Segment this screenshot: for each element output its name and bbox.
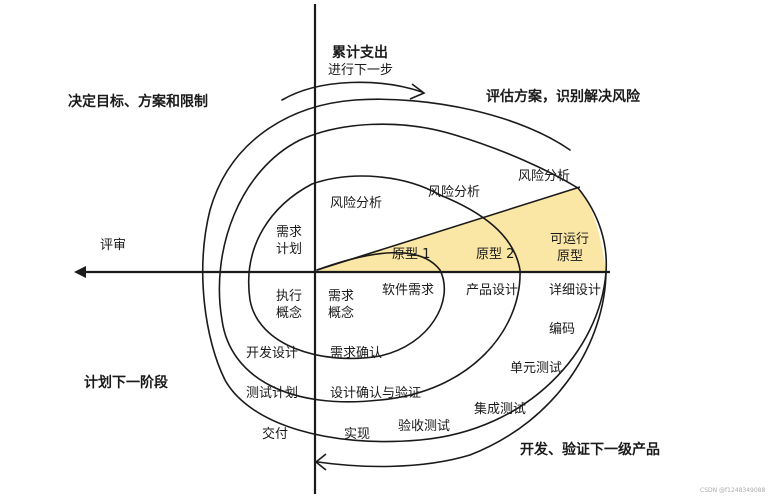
exec-concept-line2: 概念 bbox=[276, 306, 303, 321]
quadrant-bottom-right: 开发、验证下一级产品 bbox=[520, 442, 660, 458]
prototype-highlight bbox=[317, 188, 606, 272]
prototype-1: 原型 1 bbox=[392, 247, 431, 262]
prototype-divider bbox=[316, 186, 581, 271]
top-arrow-curve bbox=[281, 81, 423, 101]
exec-concept-line1: 执行 bbox=[276, 289, 303, 304]
risk-analysis-2: 风险分析 bbox=[428, 185, 481, 200]
product-design: 产品设计 bbox=[466, 283, 519, 298]
quadrant-bottom-left: 计划下一阶段 bbox=[84, 375, 168, 391]
design-confirmation: 设计确认与验证 bbox=[330, 386, 422, 401]
center-title: 累计支出 bbox=[332, 45, 388, 61]
watermark: CSDN @f1248349088 bbox=[700, 487, 766, 494]
req-concept-line2: 概念 bbox=[328, 306, 355, 321]
delivery: 交付 bbox=[262, 427, 289, 442]
spiral-ring-2 bbox=[218, 123, 579, 403]
spiral-ring-3 bbox=[202, 98, 608, 443]
top-arrow-head bbox=[409, 83, 426, 100]
left-axis-arrow-head bbox=[74, 266, 86, 278]
center-subtitle: 进行下一步 bbox=[328, 63, 394, 78]
coding: 编码 bbox=[549, 322, 576, 337]
req-plan-line2: 计划 bbox=[276, 242, 303, 257]
integration-test: 集成测试 bbox=[474, 402, 527, 417]
spiral-ring-1 bbox=[248, 175, 446, 360]
review-label: 评审 bbox=[100, 238, 127, 253]
software-requirements: 软件需求 bbox=[382, 283, 435, 298]
detailed-design: 详细设计 bbox=[549, 283, 602, 298]
spiral-ring-outer bbox=[317, 271, 607, 468]
risk-analysis-3: 风险分析 bbox=[518, 169, 571, 184]
operational-prototype-line2: 原型 bbox=[557, 249, 584, 264]
implementation: 实现 bbox=[344, 427, 371, 442]
quadrant-top-right: 评估方案，识别解决风险 bbox=[486, 89, 640, 105]
req-concept-line1: 需求 bbox=[328, 289, 355, 304]
requirements-confirmation: 需求确认 bbox=[330, 346, 383, 361]
prototype-2: 原型 2 bbox=[476, 247, 515, 262]
risk-analysis-1: 风险分析 bbox=[330, 196, 383, 211]
quadrant-top-left: 决定目标、方案和限制 bbox=[68, 94, 208, 110]
unit-test: 单元测试 bbox=[510, 361, 563, 376]
acceptance-test: 验收测试 bbox=[398, 419, 451, 434]
req-plan-line1: 需求 bbox=[276, 225, 303, 240]
test-plan: 测试计划 bbox=[246, 386, 299, 401]
dev-plan: 开发设计 bbox=[246, 346, 299, 361]
operational-prototype-line1: 可运行 bbox=[550, 232, 590, 247]
